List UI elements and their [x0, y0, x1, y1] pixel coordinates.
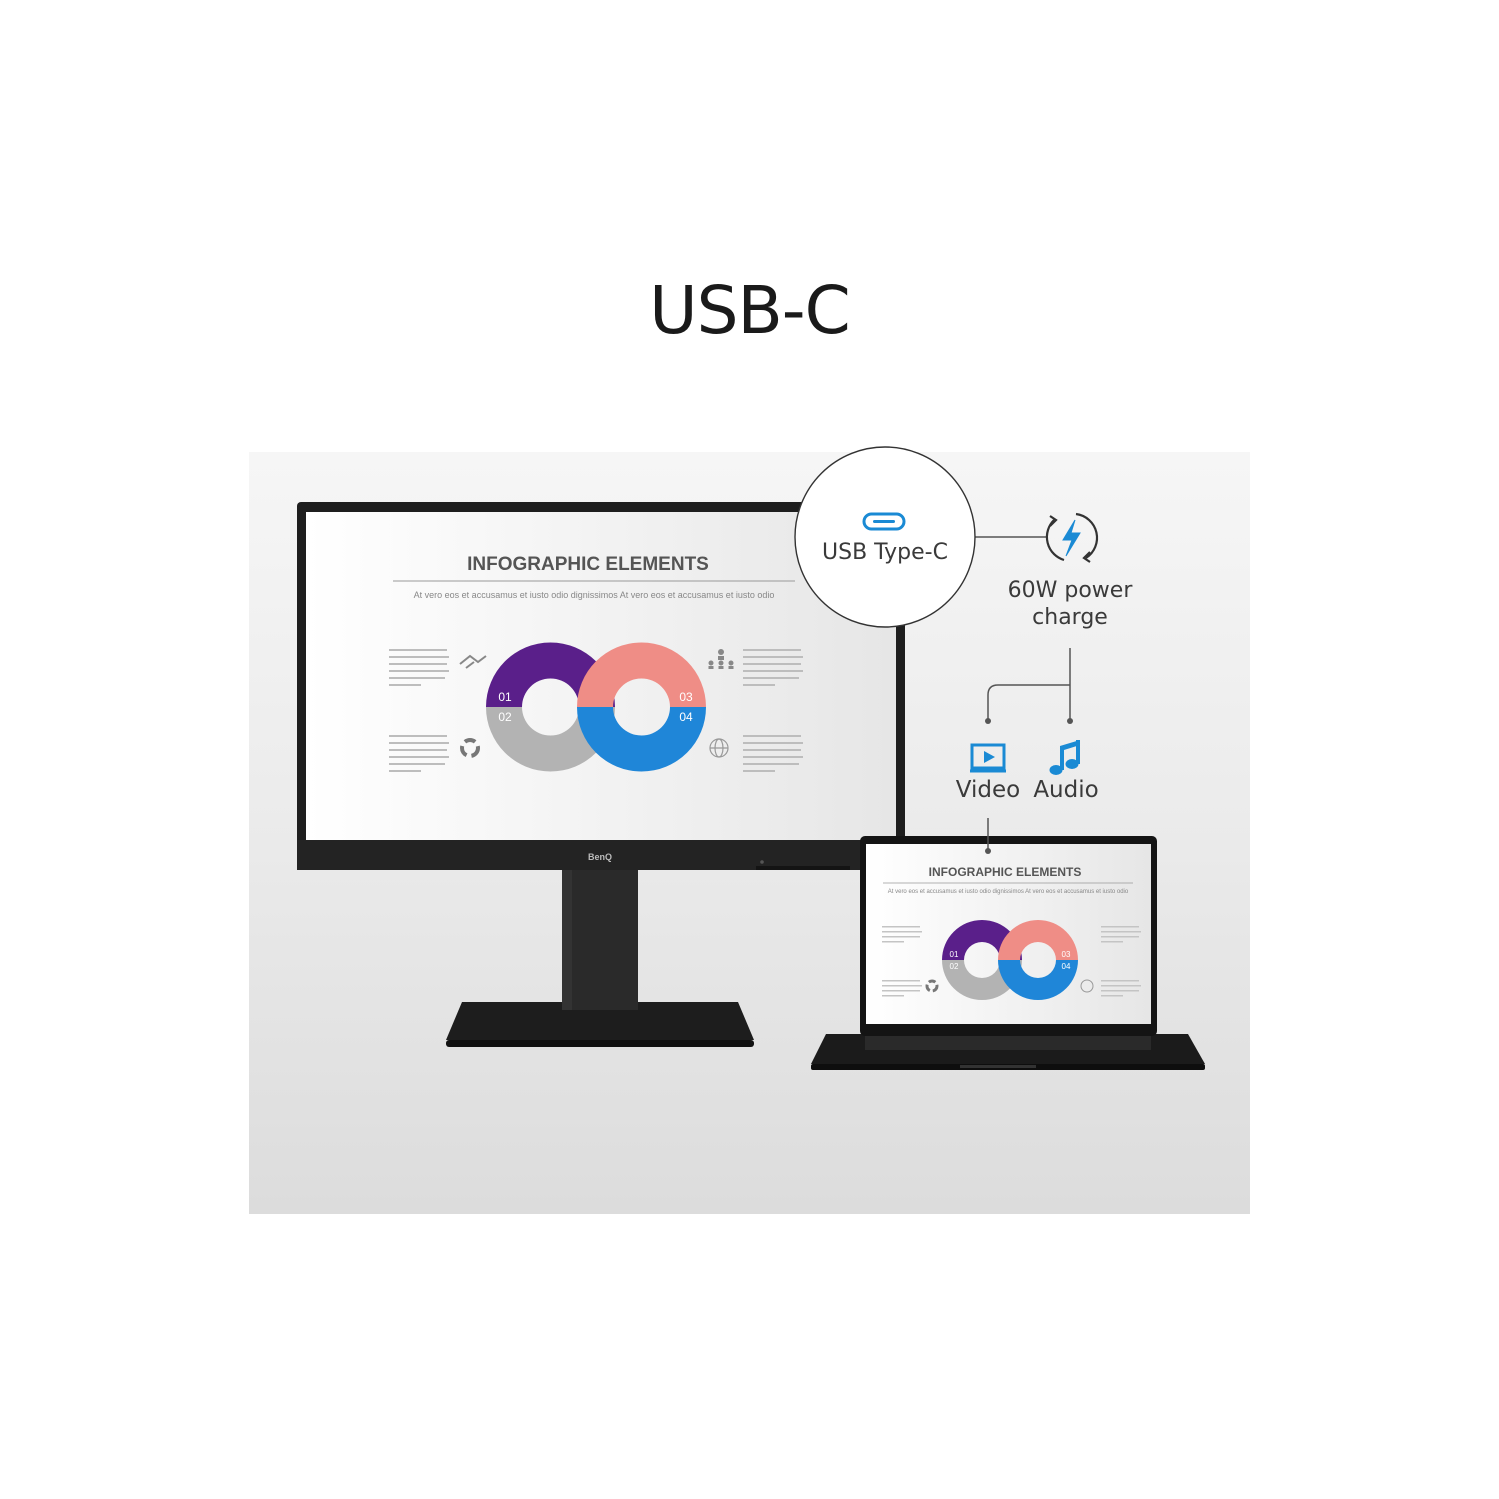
video-label: Video — [955, 777, 1021, 803]
globe-icon — [709, 738, 729, 758]
handshake-icon — [459, 654, 487, 669]
segment-04 — [576, 707, 706, 772]
segment-03 — [577, 642, 706, 707]
monitor-body-text-lines — [389, 649, 803, 772]
monitor-screen-heading: INFOGRAPHIC ELEMENTS — [467, 554, 709, 575]
power-charge-label-line1: 60W power — [1007, 578, 1133, 603]
laptop-infographic-chart: 01 02 03 04 — [942, 920, 1078, 1000]
monitor-infographic-chart: 01 02 03 04 — [486, 642, 706, 772]
segment-label-03: 03 — [679, 690, 693, 704]
segment-label-04: 04 — [679, 710, 693, 724]
svg-text:03: 03 — [1062, 950, 1071, 959]
usb-type-c-label: USB Type-C — [822, 540, 948, 565]
org-chart-icon — [708, 649, 734, 669]
connector-lines — [975, 536, 1071, 850]
svg-text:01: 01 — [950, 950, 959, 959]
monitor-screen-subtitle: At vero eos et accusamus et iusto odio d… — [414, 590, 775, 600]
laptop-screen-heading: INFOGRAPHIC ELEMENTS — [929, 865, 1082, 879]
usb-type-c-callout — [794, 446, 976, 628]
power-charge-icon — [1045, 512, 1099, 563]
svg-text:02: 02 — [950, 962, 959, 971]
video-play-icon — [970, 743, 1006, 773]
music-note-icon — [1049, 740, 1080, 775]
monitor-base — [446, 1002, 754, 1040]
recycle-icon — [460, 738, 480, 758]
monitor-stand — [562, 868, 638, 1010]
usb-c-port-icon — [862, 512, 906, 531]
monitor-logo: BenQ — [588, 852, 612, 862]
svg-text:04: 04 — [1062, 962, 1071, 971]
power-charge-label-line2: charge — [1032, 605, 1108, 630]
segment-label-01: 01 — [498, 690, 512, 704]
monitor: BenQ INFOGRAPHIC ELEMENTS At vero eos et… — [297, 502, 905, 1047]
page-title: USB-C — [649, 272, 850, 349]
segment-label-02: 02 — [498, 710, 512, 724]
laptop-screen-subtitle: At vero eos et accusamus et iusto odio d… — [888, 889, 1129, 895]
audio-label: Audio — [1033, 777, 1099, 803]
laptop: INFOGRAPHIC ELEMENTS At vero eos et accu… — [811, 836, 1205, 1070]
